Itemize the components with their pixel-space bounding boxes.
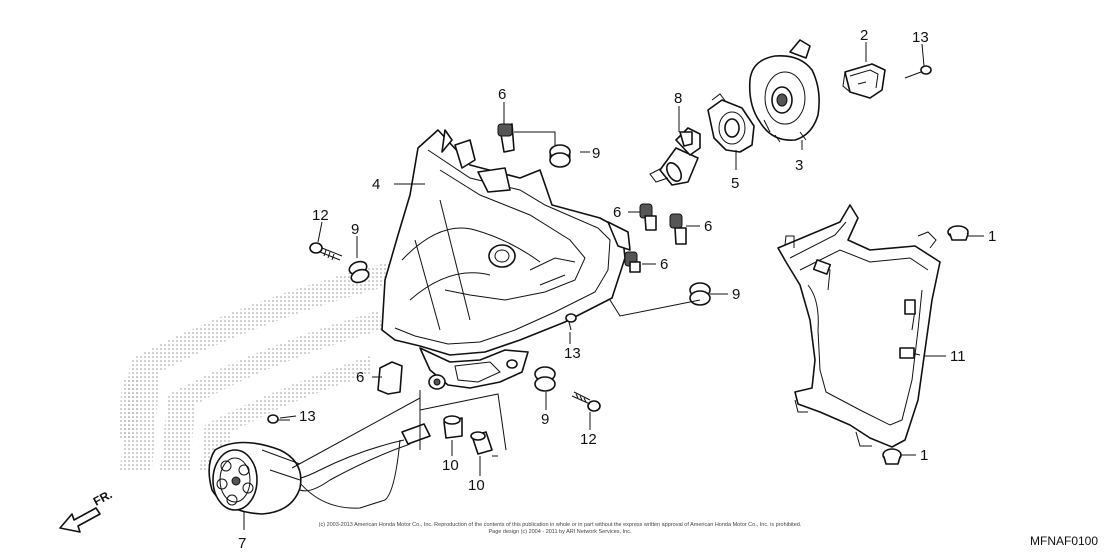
- screw-13-top: [904, 65, 932, 79]
- callout-9-right: 9: [732, 286, 740, 303]
- headlight-housing-4: [381, 129, 631, 390]
- callout-2: 2: [860, 27, 868, 44]
- cap-6-mid-b: [669, 213, 687, 245]
- screw-13-bottom: [267, 414, 290, 424]
- cap-6-mid-c: [624, 251, 641, 273]
- cap-6-left: [377, 361, 403, 395]
- position-light-7: [208, 441, 302, 515]
- callout-4: 4: [372, 176, 380, 193]
- callout-labels: 2 13 3 8 5 4 6 9 6 6 6 9 12 9 6 13 9 12 …: [238, 27, 996, 552]
- leader-lines: [243, 42, 984, 530]
- dust-cover-3: [748, 39, 820, 143]
- screw-13-mid: [565, 313, 577, 331]
- grommet-9-left: [348, 260, 370, 284]
- socket-cover-5: [707, 93, 755, 153]
- callout-1-top: 1: [988, 228, 996, 245]
- cap-6-mid-a: [639, 203, 657, 231]
- headlight-bulb-8: [649, 127, 701, 186]
- callout-5: 5: [731, 175, 739, 192]
- clip-1-top: [947, 225, 969, 241]
- callout-6-top: 6: [498, 86, 506, 103]
- copyright-line-2: Page design (c) 2004 - 2011 by ARI Netwo…: [489, 529, 632, 535]
- callout-13-top: 13: [912, 29, 929, 46]
- cap-6-top: [497, 123, 515, 153]
- clip-1-bottom: [882, 448, 902, 465]
- grommet-9-bottom: [534, 366, 556, 392]
- callout-12-bottom: 12: [580, 431, 597, 448]
- direction-label: FR.: [91, 487, 115, 508]
- callout-11: 11: [950, 348, 966, 365]
- callout-9-left: 9: [351, 221, 359, 238]
- callout-6-left: 6: [356, 369, 364, 386]
- callout-3: 3: [795, 157, 803, 174]
- collar-10-a: [443, 415, 463, 439]
- callout-9-bottom: 9: [541, 411, 549, 428]
- harness-connector: [295, 423, 431, 509]
- callout-8: 8: [674, 90, 682, 107]
- bolt-12-left: [309, 242, 343, 261]
- headlight-stay-11: [777, 204, 941, 448]
- callout-7: 7: [238, 535, 246, 552]
- grommet-9-top: [549, 144, 571, 168]
- callout-12-left: 12: [312, 207, 329, 224]
- callout-10-a: 10: [442, 457, 459, 474]
- front-direction-arrow: FR.: [59, 487, 115, 533]
- callout-6-mid-c: 6: [660, 256, 668, 273]
- callout-9-top: 9: [592, 145, 600, 162]
- callout-13-mid: 13: [564, 345, 581, 362]
- bolt-12-bottom: [571, 391, 601, 412]
- grommet-9-right: [689, 282, 711, 306]
- callout-6-mid-b: 6: [704, 218, 712, 235]
- copyright-line-1: (c) 2003-2013 American Honda Motor Co., …: [319, 522, 802, 528]
- callout-10-b: 10: [468, 477, 485, 494]
- diagram-code: MFNAF0100: [1030, 534, 1098, 548]
- callout-6-mid-a: 6: [613, 204, 621, 221]
- callout-1-bottom: 1: [920, 447, 928, 464]
- callout-13-bottom: 13: [299, 408, 316, 425]
- honda-wing-watermark: [118, 262, 392, 470]
- collar-10-b: [470, 431, 493, 455]
- bracket-2: [842, 63, 886, 99]
